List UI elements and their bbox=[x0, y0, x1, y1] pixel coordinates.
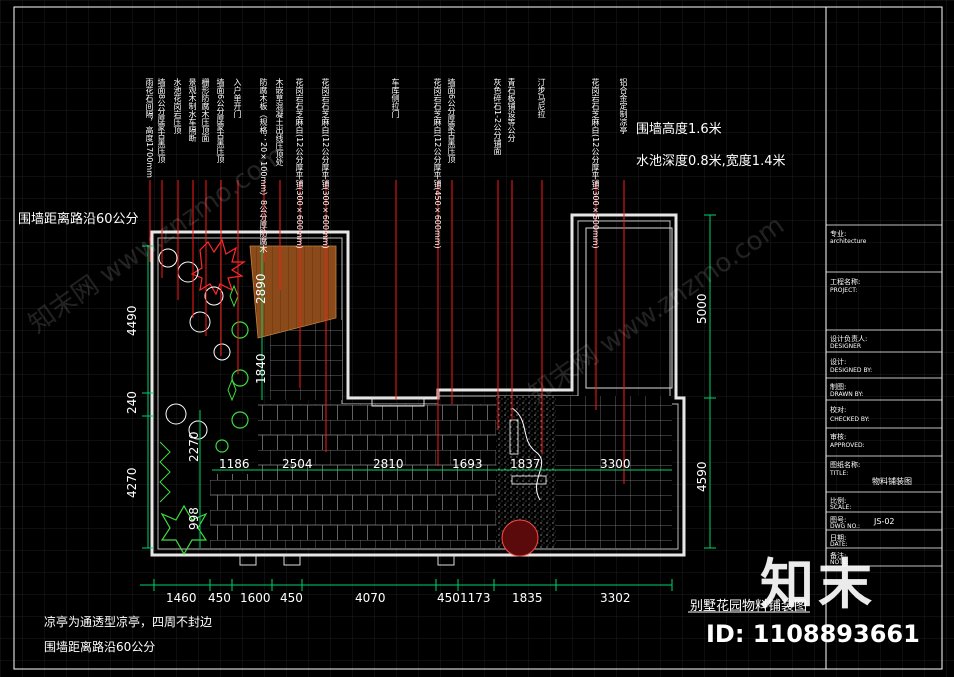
tb-drawing-name: 物料铺装图 bbox=[872, 477, 912, 486]
dim-bottom-1835: 1835 bbox=[512, 591, 543, 605]
note-wall-distance-bottom: 围墙距离路沿60公分 bbox=[44, 640, 156, 654]
dim-bottom-4070: 4070 bbox=[355, 591, 386, 605]
dim-left-4270: 4270 bbox=[125, 467, 139, 498]
tb-label: 制图: bbox=[830, 383, 847, 391]
callout-leaders bbox=[149, 180, 625, 484]
stepping-stone bbox=[509, 419, 519, 455]
dim-bottom-1173: 1173 bbox=[460, 591, 491, 605]
tb-value: DESIGNED BY: bbox=[830, 367, 873, 374]
callout-label: 铝合金定制凉亭 bbox=[619, 78, 628, 134]
tb-value: DESIGNER bbox=[830, 343, 862, 350]
title-block-lines bbox=[826, 224, 942, 567]
callout-label: 景观木制水车隔断 bbox=[188, 78, 197, 142]
note-pool-spec: 水池深度0.8米,宽度1.4米 bbox=[636, 154, 786, 169]
tb-label: 比例: bbox=[830, 497, 847, 505]
callout-label: 花岗岩石芝麻白(12公分厚平铺(300×600mm) bbox=[295, 78, 304, 249]
garage-sliding-door bbox=[371, 397, 425, 407]
tb-value: SCALE: bbox=[830, 504, 852, 511]
tb-label: 日期: bbox=[830, 534, 847, 542]
tb-label: 审核: bbox=[830, 433, 847, 441]
pavilion-outline bbox=[585, 227, 673, 389]
callout-label: 墙面8公分厚蒙古黑压顶 bbox=[157, 78, 166, 164]
callout-label: 花岗岩石芝麻白(12公分厚平铺(300×600mm) bbox=[321, 78, 330, 249]
tiled-paving-lower bbox=[210, 474, 496, 548]
wooden-deck bbox=[249, 245, 337, 339]
dim-bottom-1600: 1600 bbox=[240, 591, 271, 605]
note-wall-distance-top: 围墙距离路沿60公分 bbox=[18, 212, 139, 227]
gate-post bbox=[239, 554, 257, 566]
dim-bottom-450a: 450 bbox=[208, 591, 231, 605]
dim-inner-2504: 2504 bbox=[282, 457, 313, 471]
callout-label: 墙面6公分厚蒙古黑压顶 bbox=[216, 78, 225, 164]
callout-label: 灰色碎石1-2公分铺面 bbox=[493, 78, 502, 156]
tb-drawing-no: JS-02 bbox=[874, 517, 895, 526]
tb-label: 设计: bbox=[830, 358, 847, 366]
dim-right-5000: 5000 bbox=[695, 293, 709, 324]
tb-value: NOTE: bbox=[830, 559, 849, 566]
callout-label: 水池花岗岩压顶 bbox=[173, 78, 182, 134]
dim-inner-1837: 1837 bbox=[510, 457, 541, 471]
tb-value: PROJECT: bbox=[830, 287, 858, 294]
tb-value: DRAWN BY: bbox=[830, 391, 864, 398]
tb-label: 设计负责人: bbox=[830, 335, 868, 343]
tiled-paving-middle bbox=[258, 404, 496, 474]
gate-post bbox=[283, 554, 301, 566]
dim-left-240: 240 bbox=[125, 391, 139, 414]
callout-label: 青石板铺设等公分 bbox=[507, 78, 516, 142]
callout-label: 雨花石间隔，高度1700mm bbox=[145, 78, 154, 178]
callout-label: 入户单开门 bbox=[233, 78, 242, 118]
tb-value: CHECKED BY: bbox=[830, 416, 870, 423]
dim-bottom-3302: 3302 bbox=[600, 591, 631, 605]
dim-inner-2810: 2810 bbox=[373, 457, 404, 471]
round-planter bbox=[501, 519, 539, 557]
dim-bottom-450c: 450 bbox=[437, 591, 460, 605]
dim-lower-2270: 2270 bbox=[187, 431, 201, 462]
callout-label: 车库侧拉门 bbox=[391, 78, 400, 118]
callout-label: 汀步马尼拉 bbox=[537, 78, 546, 118]
watermark-brand: 知末 bbox=[760, 553, 876, 616]
tb-value: architecture bbox=[830, 238, 867, 245]
callout-label: 墙面6公分厚蒙古黑压顶 bbox=[447, 78, 456, 164]
tiled-paving-right bbox=[556, 396, 672, 548]
dim-deck-2890: 2890 bbox=[254, 273, 268, 304]
outer-wall bbox=[150, 213, 686, 557]
note-pavilion: 凉亭为通透型凉亭，四周不封边 bbox=[44, 615, 213, 629]
callout-label: 木嵌草混凝土出线压顶处 bbox=[275, 78, 284, 166]
dim-left-4490: 4490 bbox=[125, 305, 139, 336]
callout-label: 花岗岩石芝麻白(12公分厚平铺(450×600mm) bbox=[433, 78, 442, 249]
dim-inner-1693: 1693 bbox=[452, 457, 483, 471]
gate-post bbox=[437, 554, 455, 566]
callout-label: 防腐木板（规格：20×100mm）8公分厚防腐木 bbox=[259, 78, 268, 254]
tb-value: DATE: bbox=[830, 541, 848, 548]
drawing-frame bbox=[13, 6, 943, 670]
dim-bottom-1460: 1460 bbox=[166, 591, 197, 605]
drawing-title: 别墅花园物料铺装图 bbox=[690, 599, 808, 614]
dim-lower-998: 998 bbox=[187, 507, 201, 530]
dim-inner-3300: 3300 bbox=[600, 457, 631, 471]
callout-label: 花岗岩石芝麻白(12公分厚平铺(300×600mm) bbox=[591, 78, 600, 249]
note-wall-height: 围墙高度1.6米 bbox=[636, 122, 722, 137]
tb-label: 专业: bbox=[830, 230, 847, 238]
tb-label: 图纸名称: bbox=[830, 461, 861, 469]
stepping-stone bbox=[511, 475, 547, 485]
tb-label: 图号: bbox=[830, 516, 847, 524]
dim-inner-1186: 1186 bbox=[219, 457, 250, 471]
dimension-lines bbox=[140, 214, 716, 591]
tb-label: 备注: bbox=[830, 552, 847, 560]
dim-bottom-450b: 450 bbox=[280, 591, 303, 605]
tb-label: 工程名称: bbox=[830, 278, 861, 286]
tb-value: DWG NO.: bbox=[830, 523, 861, 530]
tb-value: APPROVED: bbox=[830, 442, 865, 449]
dim-right-4590: 4590 bbox=[695, 461, 709, 492]
watermark-id: ID: 1108893661 bbox=[706, 620, 920, 648]
dimension-texts: 1460 450 1600 450 4070 450 1173 1835 330… bbox=[125, 273, 709, 605]
dim-deck-1840: 1840 bbox=[254, 353, 268, 384]
tb-label: 校对: bbox=[830, 406, 847, 414]
tiled-patio-upper bbox=[270, 320, 342, 400]
callout-label: 栅形防腐木压顶面 bbox=[201, 78, 210, 142]
tb-value: TITLE: bbox=[830, 470, 849, 477]
